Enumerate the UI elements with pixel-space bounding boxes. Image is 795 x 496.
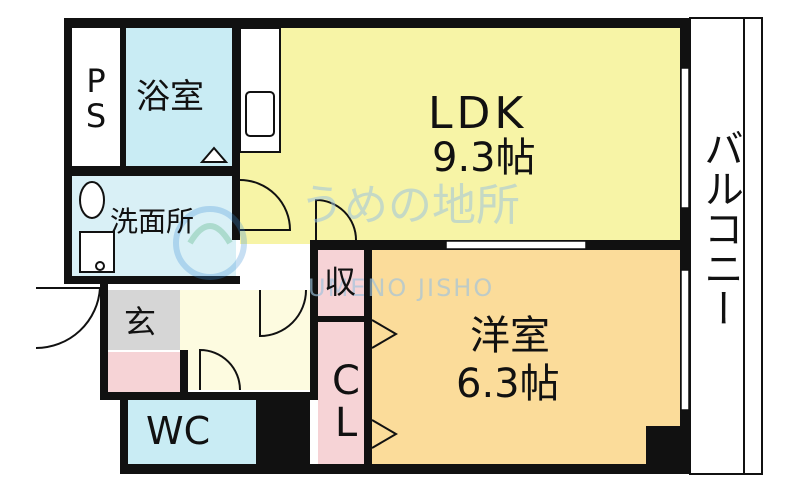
ps-name: PS	[78, 62, 114, 136]
bathroom-area	[126, 28, 236, 168]
corridor-area	[180, 290, 310, 390]
western-room-area	[370, 250, 684, 464]
balcony-area	[689, 17, 763, 475]
watermark-text-jp: うめの地所	[300, 180, 520, 231]
ldk-name: LDK	[428, 88, 528, 139]
ldk-size: 9.3帖	[432, 135, 536, 181]
watermark-text-en: UMENO JISHO	[308, 274, 495, 302]
bathroom-name: 浴室	[136, 77, 204, 117]
entrance-name: 玄	[124, 303, 157, 341]
wc-name: WC	[146, 409, 211, 453]
washroom-fixtures	[79, 181, 115, 273]
storage-area	[318, 250, 368, 316]
ldk-extension	[240, 150, 320, 244]
ps-area	[72, 28, 120, 166]
balcony-label: バルコニー	[697, 128, 743, 328]
closet-area	[318, 322, 368, 464]
closet-label: CL	[332, 358, 360, 446]
doors	[35, 146, 398, 449]
entrance-area	[108, 290, 180, 350]
ps-label: PS	[85, 62, 107, 136]
western-room-size: 6.3帖	[456, 361, 560, 407]
entrance-step	[108, 352, 180, 392]
closet-name: CL	[326, 360, 366, 444]
windows	[445, 67, 690, 411]
balcony-name: バルコニー	[697, 128, 743, 335]
washroom-name: 洗面所	[110, 205, 195, 238]
western-room-name: 洋室	[470, 313, 550, 359]
sink	[245, 91, 275, 137]
wc-area	[128, 400, 256, 464]
storage-name: 収	[324, 263, 357, 301]
